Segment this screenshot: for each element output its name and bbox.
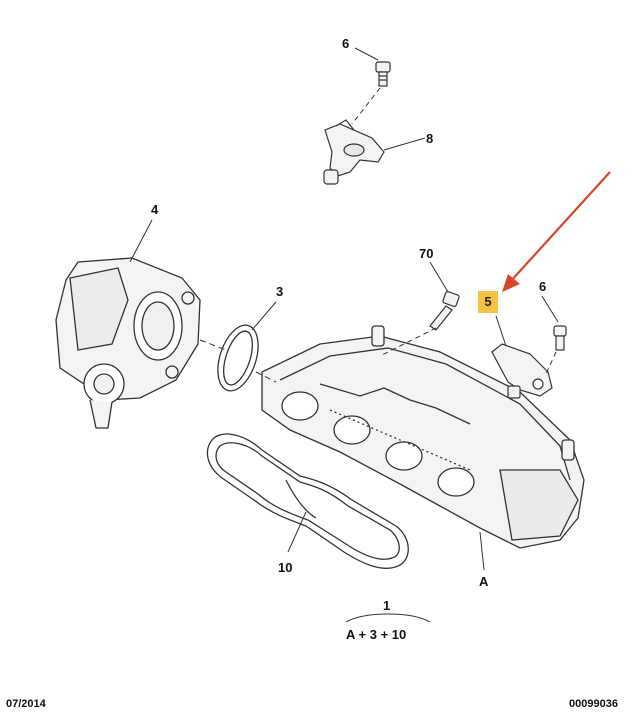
leader-lines [129,47,559,571]
sensor-part-8 [323,119,385,185]
callout-10: 10 [278,560,293,575]
gasket-ring-3 [217,324,259,392]
bolt-top [375,61,391,87]
kit-formula: A + 3 + 10 [346,627,407,642]
footer-code: 00099036 [569,698,618,710]
bolt-right [553,325,567,351]
callout-5-highlight: 5 [478,291,498,313]
red-arrow [502,171,611,292]
callout-6-top: 6 [342,36,350,51]
callout-70: 70 [419,246,434,261]
throttle-body-4 [55,257,201,429]
callout-6-right: 6 [539,279,547,294]
callout-8: 8 [426,131,434,146]
sensor-part-5 [491,343,553,399]
kit-bracket [345,613,431,623]
manifold-gasket-10 [206,433,409,569]
callout-a: A [479,574,489,589]
bolt-70 [429,290,460,331]
kit-number: 1 [383,598,391,613]
callout-4: 4 [151,202,159,217]
callout-3: 3 [276,284,284,299]
intake-manifold-a [261,325,585,549]
footer-date: 07/2014 [6,698,46,710]
